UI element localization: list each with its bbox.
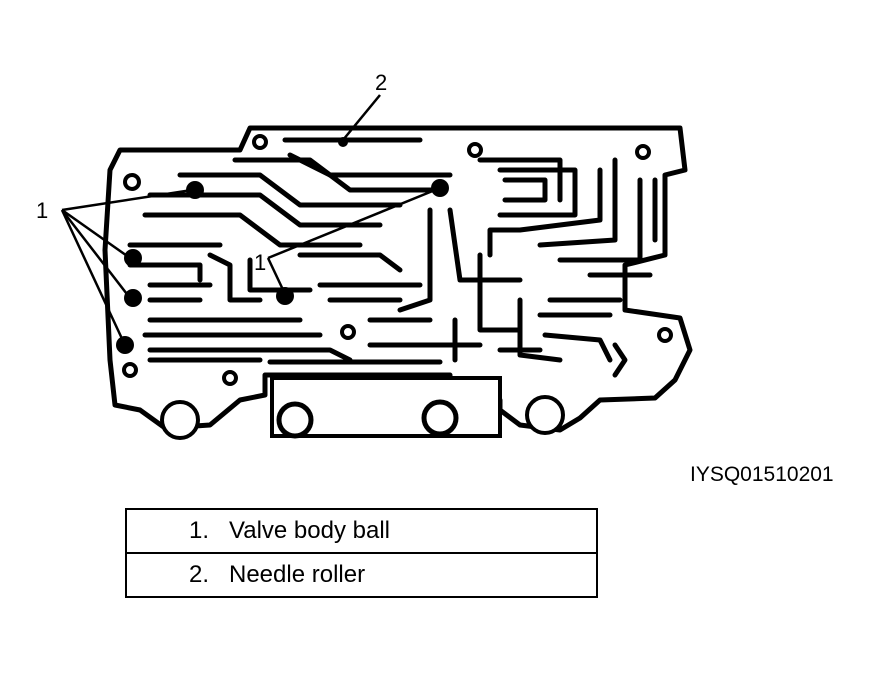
- callout-valve-body-ball-center: 1: [254, 250, 267, 275]
- legend-row: 1. Valve body ball: [125, 508, 598, 554]
- valve-body-ball: [276, 287, 294, 305]
- legend-cell: 2. Needle roller: [125, 552, 598, 598]
- callout-needle-roller: 2: [375, 70, 388, 95]
- legend-number: 1.: [188, 517, 209, 544]
- legend-table: 1. Valve body ball 2. Needle roller: [125, 508, 598, 598]
- needle-roller: [338, 137, 348, 147]
- legend-number: 2.: [188, 561, 209, 588]
- valve-body-diagram: [60, 94, 693, 440]
- lower-lug-left: [160, 400, 200, 440]
- fluid-passages: [127, 137, 658, 378]
- legend-label: Valve body ball: [229, 517, 390, 544]
- legend-row: 2. Needle roller: [125, 552, 598, 598]
- legend-cell: 1. Valve body ball: [125, 508, 598, 554]
- valve-body-balls: [116, 179, 449, 354]
- callout-valve-body-ball-left: 1: [36, 198, 49, 223]
- mounting-bolt-left: [276, 401, 314, 439]
- valve-body-ball: [116, 336, 134, 354]
- valve-body-ball: [124, 249, 142, 267]
- mounting-bolt-right: [421, 399, 459, 437]
- lower-lug-right: [525, 395, 565, 435]
- figure-code: IYSQ01510201: [690, 463, 834, 486]
- bolt-holes: [122, 134, 673, 386]
- legend-label: Needle roller: [229, 561, 366, 588]
- leader-lines: [60, 94, 441, 344]
- valve-body-ball: [124, 289, 142, 307]
- valve-body-ball: [186, 181, 204, 199]
